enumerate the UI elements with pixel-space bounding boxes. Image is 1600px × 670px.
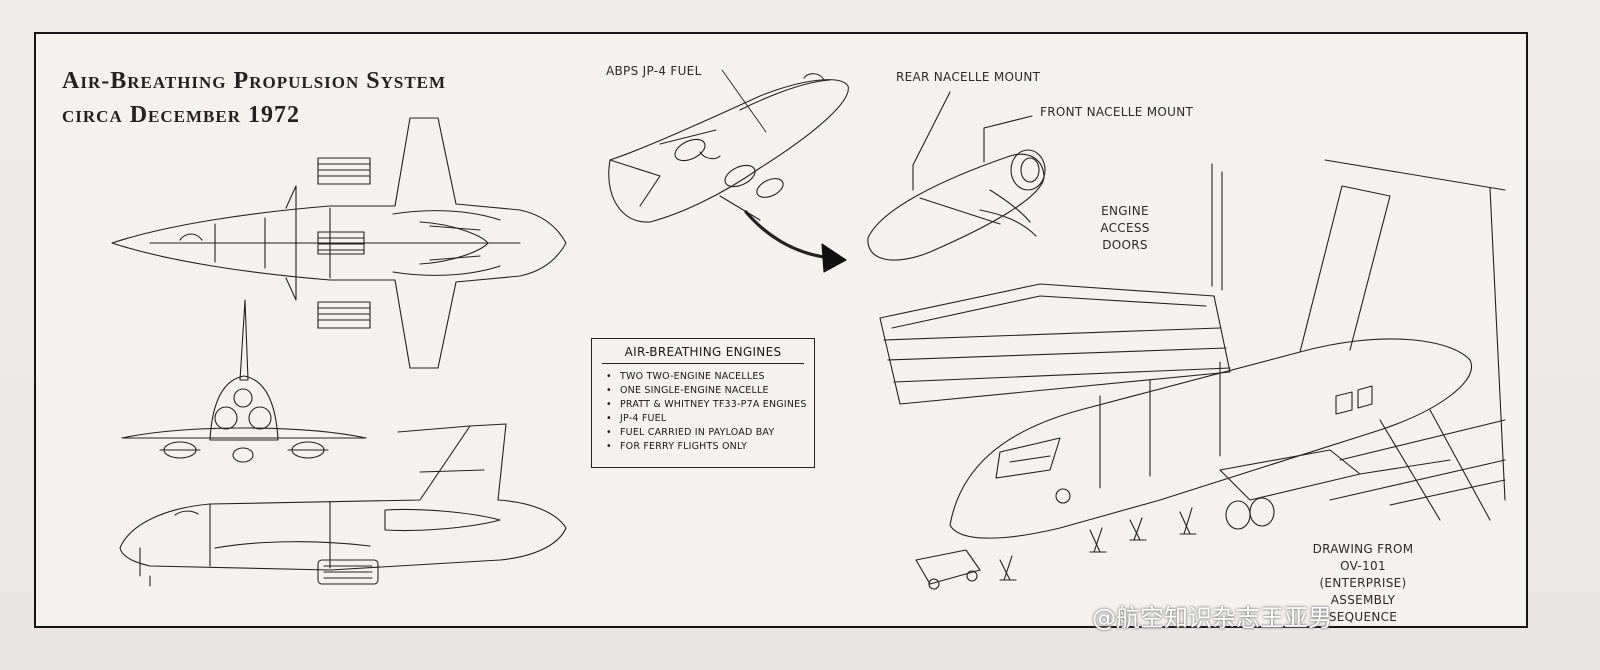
list-item: FOR FERRY FLIGHTS ONLY — [606, 440, 814, 454]
nacelle-detail — [867, 91, 1046, 261]
access-doors-line-2: ACCESS — [1100, 221, 1150, 235]
orbiter-top-view — [111, 117, 567, 369]
orbiter-oblique-view — [608, 73, 849, 223]
list-item: JP-4 FUEL — [606, 412, 814, 426]
orbiter-front-view — [121, 299, 367, 463]
orbiter-side-view — [119, 423, 567, 587]
list-item: PRATT & WHITNEY TF33-P7A ENGINES — [606, 398, 814, 412]
air-breathing-engines-box: AIR-BREATHING ENGINES TWO TWO-ENGINE NAC… — [591, 338, 815, 468]
engines-box-list: TWO TWO-ENGINE NACELLES ONE SINGLE-ENGIN… — [592, 370, 814, 454]
list-item: TWO TWO-ENGINE NACELLES — [606, 370, 814, 384]
drawing-source-label: DRAWING FROM OV-101 (ENTERPRISE) ASSEMBL… — [1296, 541, 1430, 626]
transfer-arrow — [744, 210, 834, 260]
list-item: FUEL CARRIED IN PAYLOAD BAY — [606, 426, 814, 440]
abps-fuel-label: ABPS JP-4 FUEL — [606, 64, 702, 78]
assembly-hangar-scene — [879, 159, 1506, 590]
diagram-title: Air-Breathing Propulsion System circa De… — [62, 64, 446, 132]
engines-box-heading: AIR-BREATHING ENGINES — [624, 345, 782, 359]
front-nacelle-mount-label: FRONT NACELLE MOUNT — [1040, 105, 1194, 119]
access-doors-line-3: DOORS — [1102, 238, 1148, 252]
title-line-1: Air-Breathing Propulsion System — [62, 68, 447, 94]
engine-access-doors-label: ENGINE ACCESS DOORS — [1092, 203, 1158, 254]
engines-box-rule — [602, 363, 804, 364]
drawing-source-line-2: OV-101 (ENTERPRISE) — [1319, 559, 1407, 590]
list-item: ONE SINGLE-ENGINE NACELLE — [606, 384, 814, 398]
figure-frame — [34, 32, 1528, 628]
access-doors-line-1: ENGINE — [1101, 204, 1149, 218]
rear-nacelle-mount-label: REAR NACELLE MOUNT — [896, 70, 1041, 84]
drawing-source-line-1: DRAWING FROM — [1312, 542, 1414, 556]
title-line-2: circa December 1972 — [62, 102, 301, 128]
drawing-source-line-3: ASSEMBLY SEQUENCE — [1328, 593, 1398, 624]
watermark: @航空知识杂志王亚男 — [1092, 604, 1332, 632]
